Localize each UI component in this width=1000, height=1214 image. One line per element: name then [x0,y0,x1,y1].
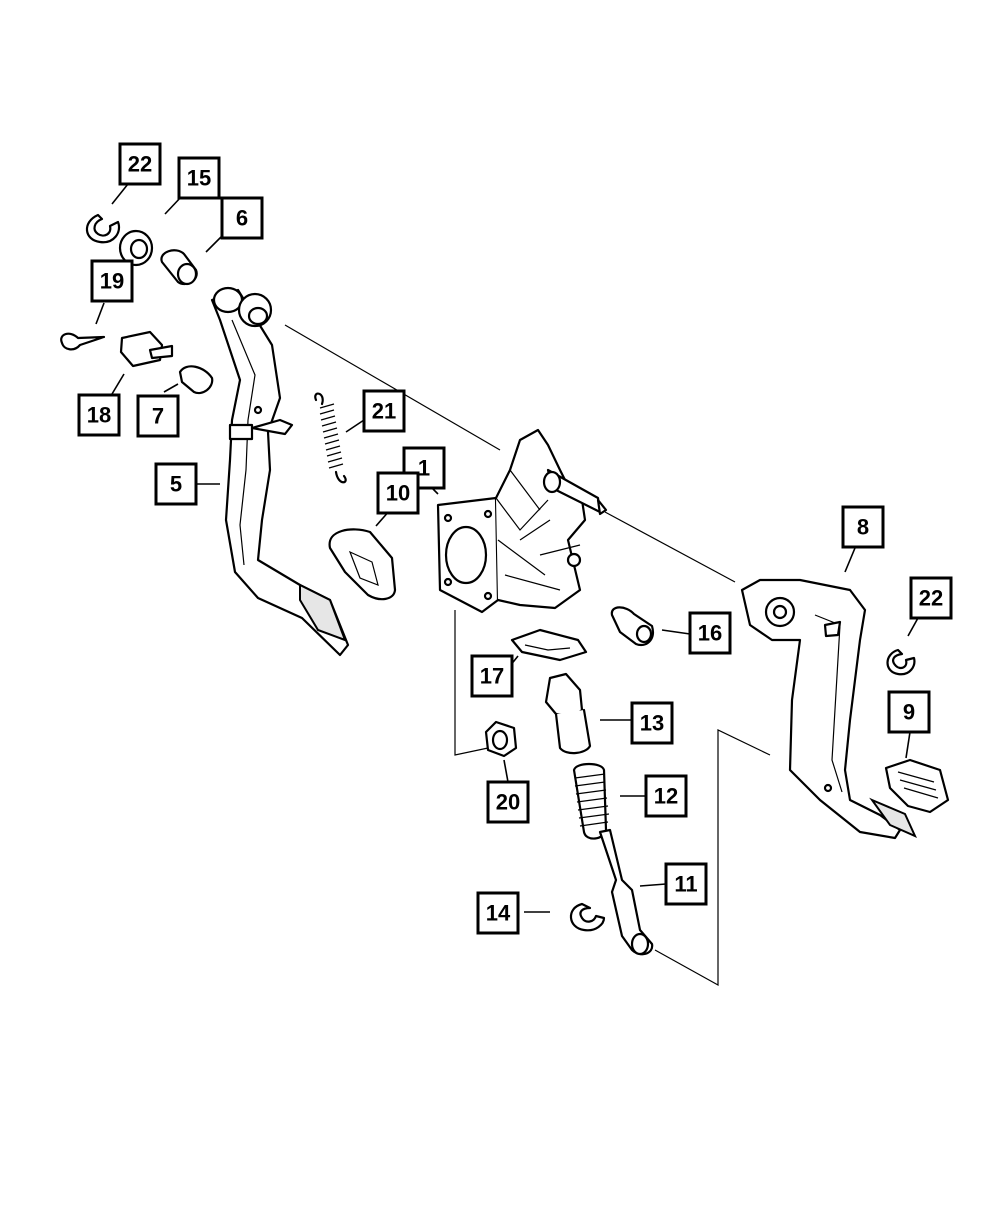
callout-label: 22 [919,586,943,611]
spring-part-12 [572,762,610,840]
switch-part-18 [119,330,174,368]
callout-label: 18 [87,403,111,428]
callout-5: 5 [154,462,198,506]
callout-22-right: 22 [909,576,953,620]
callout-17: 17 [470,654,514,698]
clip-part-17 [510,628,588,662]
callout-15: 15 [177,156,221,200]
callout-label: 22 [128,152,152,177]
callout-14: 14 [476,891,520,935]
callout-8: 8 [841,505,885,549]
callout-label: 1 [418,456,430,481]
callout-label: 5 [170,472,182,497]
callout-label: 17 [480,664,504,689]
callout-20: 20 [486,780,530,824]
callout-label: 16 [698,621,722,646]
callout-10: 10 [376,471,420,515]
alignment-lines [284,324,771,987]
callout-16: 16 [688,611,732,655]
clip-part-19 [60,332,106,351]
washer-part-15 [118,229,154,267]
callout-label: 6 [236,206,248,231]
pedal-bracket-part-1 [436,428,608,614]
brake-pedal-part-8 [740,578,917,840]
callout-label: 8 [857,515,869,540]
callout-9: 9 [887,690,931,734]
sleeve-part-13 [544,672,592,755]
bushing-part-7 [178,365,214,395]
clutch-pedal-part-5 [210,286,350,657]
pad-part-10 [328,528,397,601]
pedal-pad-part-9 [884,758,950,814]
spring-part-21 [314,392,347,484]
pushrod-part-11 [598,828,654,956]
callout-19: 19 [90,259,134,303]
callout-label: 12 [654,784,678,809]
callout-11: 11 [664,862,708,906]
callout-label: 21 [372,399,396,424]
callout-label: 11 [674,872,697,897]
callout-label: 20 [496,790,520,815]
callout-13: 13 [630,701,674,745]
callout-label: 14 [486,901,511,926]
callout-12: 12 [644,774,688,818]
nut-part-20 [484,720,518,758]
clip-part-16 [610,606,654,647]
callout-21: 21 [362,389,406,433]
callout-label: 19 [100,269,124,294]
callout-label: 13 [640,711,664,736]
callout-7: 7 [136,394,180,438]
clip-part-14 [569,902,606,932]
clip-part-22-right [886,648,916,676]
callout-18: 18 [77,393,121,437]
bushing-part-6 [160,249,198,286]
callout-label: 10 [386,481,410,506]
callout-6: 6 [220,196,264,240]
callout-22: 22 [118,142,162,186]
callout-1: 1 [402,446,446,490]
callout-label: 15 [187,166,211,191]
callout-label: 9 [903,700,915,725]
callout-label: 7 [152,404,164,429]
clip-part-22-left [85,213,121,244]
